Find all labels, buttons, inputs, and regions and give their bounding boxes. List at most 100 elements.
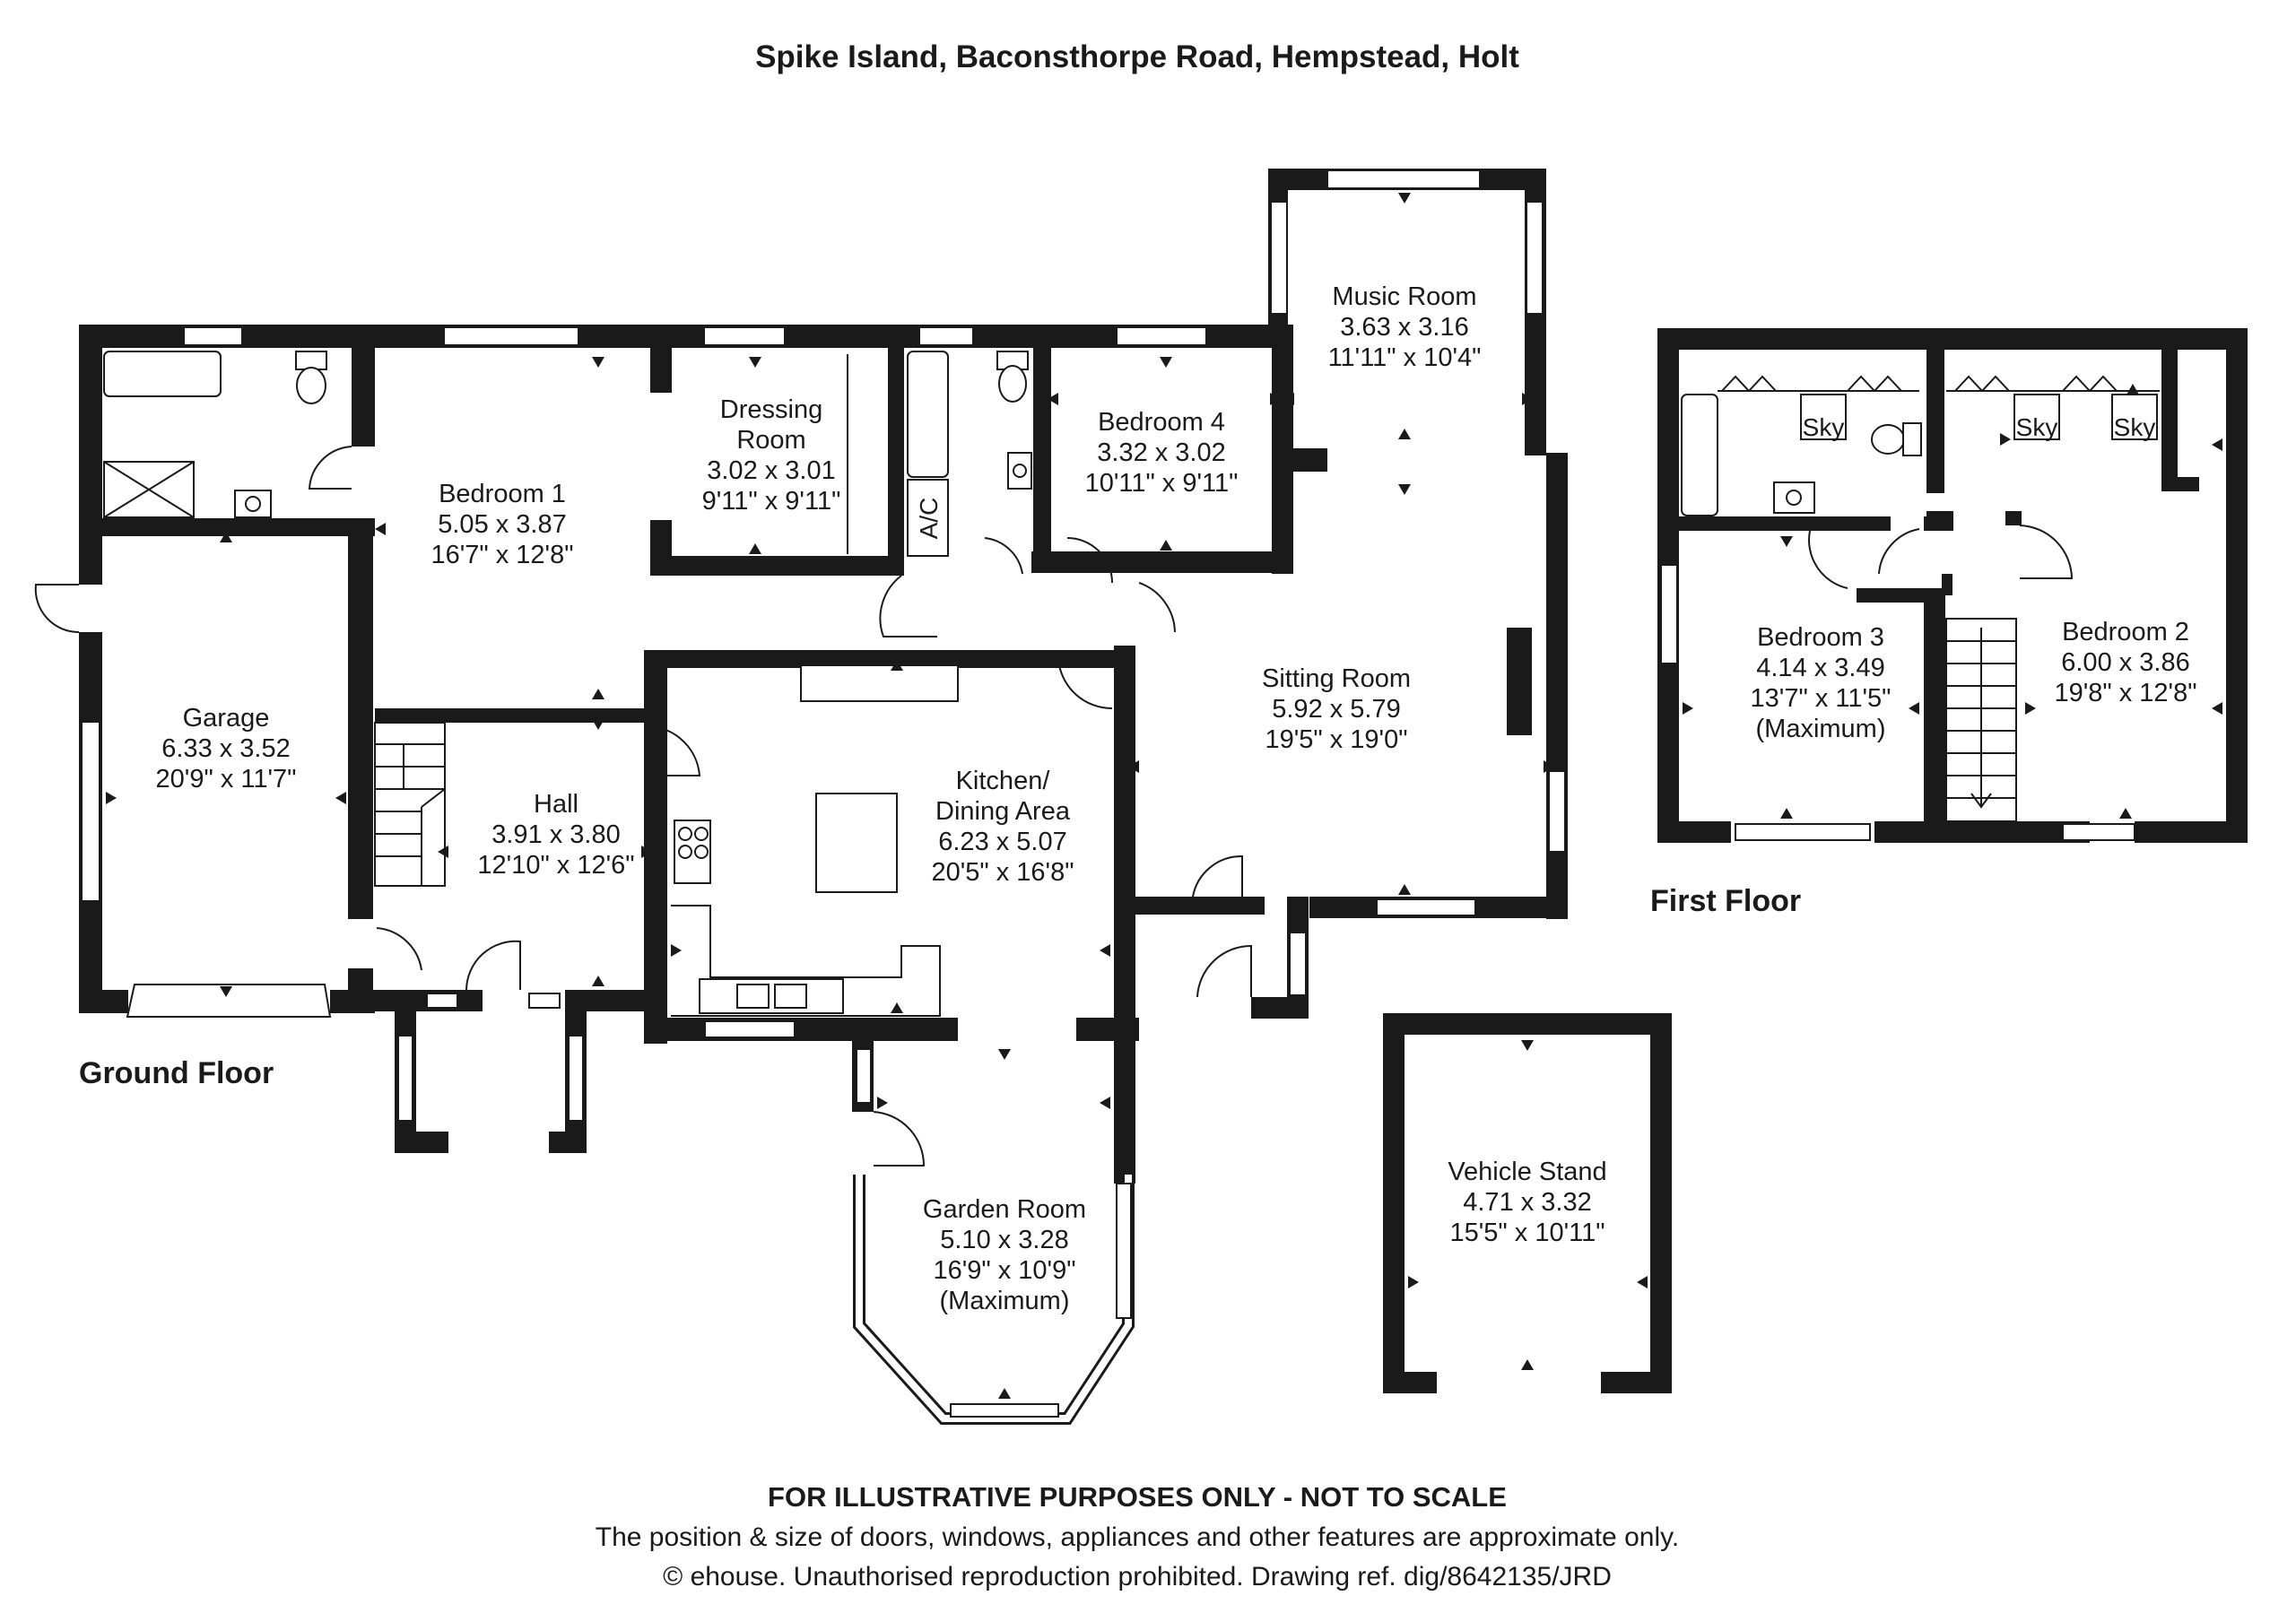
dimension-arrow [1522, 393, 1533, 405]
dimension-arrow [1398, 429, 1411, 439]
dimension-arrow [592, 719, 604, 730]
skylight-label: Sky [1803, 413, 1845, 441]
room-imperial: 15'5" x 10'11" [1449, 1219, 1605, 1247]
room-imperial: 16'7" x 12'8" [430, 541, 573, 569]
room-name: Garden Room [923, 1195, 1086, 1224]
dimension-arrow [2126, 384, 2139, 395]
room-bedroom-3: Bedroom 3 4.14 x 3.49 13'7" x 11'5" (Max… [1751, 623, 1892, 743]
dimension-arrow [220, 532, 232, 542]
room-name: Kitchen/ [956, 767, 1051, 795]
room-dressing: Dressing Room 3.02 x 3.01 9'11" x 9'11" [702, 395, 841, 516]
room-metric: 3.63 x 3.16 [1340, 313, 1469, 342]
dimension-arrow [2025, 702, 2036, 715]
room-metric: 4.71 x 3.32 [1463, 1188, 1592, 1217]
dimension-arrow [1398, 884, 1411, 895]
stairs-icon [374, 722, 446, 887]
dimension-arrow [1128, 760, 1139, 773]
sink-icon [699, 978, 844, 1014]
room-vehicle-stand: Vehicle Stand 4.71 x 3.32 15'5" x 10'11" [1448, 1158, 1606, 1247]
footer-disclaimer-heading: FOR ILLUSTRATIVE PURPOSES ONLY - NOT TO … [768, 1481, 1507, 1513]
dimension-arrow [998, 1388, 1011, 1399]
ensuite-bath-icon [907, 351, 949, 478]
kitchen-island [815, 793, 898, 893]
dimension-arrow [1637, 1276, 1648, 1288]
room-bedroom-4: Bedroom 4 3.32 x 3.02 10'11" x 9'11" [1085, 408, 1239, 498]
room-imperial: 20'5" x 16'8" [931, 858, 1074, 887]
dimension-arrow [1398, 484, 1411, 495]
dimension-arrow [877, 1097, 888, 1109]
dimension-arrow [1683, 702, 1693, 715]
ground-floor-windows [81, 169, 1566, 1418]
dimension-arrow [1909, 702, 1919, 715]
dimension-arrow [1521, 1040, 1534, 1051]
ff-wardrobe-4 [2062, 375, 2118, 393]
dimension-arrow [1048, 393, 1058, 405]
first-floor-fixtures [1681, 375, 2160, 822]
room-name: Music Room [1332, 282, 1476, 311]
dimension-arrow [220, 986, 232, 997]
room-music: Music Room 3.63 x 3.16 11'11" x 10'4" [1328, 282, 1482, 372]
room-metric: 5.05 x 3.87 [438, 510, 567, 539]
dimension-arrow [1160, 357, 1172, 368]
dimension-arrow [641, 846, 652, 858]
room-metric: 6.00 x 3.86 [2061, 648, 2190, 677]
plan-title: Spike Island, Baconsthorpe Road, Hempste… [755, 39, 1519, 74]
first-floor-label: First Floor [1650, 884, 1801, 918]
room-garden: Garden Room 5.10 x 3.28 16'9" x 10'9" (M… [923, 1195, 1086, 1315]
dimension-arrow [655, 523, 665, 535]
room-bedroom-1: Bedroom 1 5.05 x 3.87 16'7" x 12'8" [430, 480, 573, 569]
ground-floor-doors [34, 446, 1252, 1167]
dimension-arrow [1544, 760, 1554, 773]
room-name: Bedroom 2 [2062, 618, 2189, 646]
room-metric: 3.32 x 3.02 [1097, 438, 1226, 467]
dimension-arrow [592, 689, 604, 699]
room-note: (Maximum) [1756, 715, 1886, 743]
footer-copyright: © ehouse. Unauthorised reproduction proh… [663, 1562, 1612, 1592]
ac-label: A/C [915, 498, 943, 540]
dimension-arrow [749, 357, 761, 368]
room-imperial: 11'11" x 10'4" [1328, 343, 1482, 372]
room-sitting: Sitting Room 5.92 x 5.79 19'5" x 19'0" [1262, 664, 1411, 754]
room-imperial: 10'11" x 9'11" [1085, 469, 1239, 498]
ff-toilet-icon [1871, 424, 1905, 455]
room-imperial: 16'9" x 10'9" [933, 1256, 1075, 1285]
dimension-arrow [2119, 808, 2132, 819]
ff-wardrobe-1 [1721, 375, 1777, 393]
room-garage: Garage 6.33 x 3.52 20'9" x 11'7" [156, 704, 297, 794]
ground-floor-fixtures: A/C [103, 351, 1530, 1017]
room-name: Room [736, 426, 805, 455]
ff-wardrobe-3 [1954, 375, 2010, 393]
first-floor-windows [1660, 564, 2135, 841]
dimension-arrow [1521, 1359, 1534, 1370]
room-imperial: 13'7" x 11'5" [1751, 684, 1892, 713]
room-kitchen: Kitchen/ Dining Area 6.23 x 5.07 20'5" x… [931, 767, 1074, 887]
footer-disclaimer: The position & size of doors, windows, a… [596, 1522, 1679, 1552]
dimension-arrow [1408, 1276, 1419, 1288]
dimension-arrow [1780, 536, 1793, 547]
room-metric: 3.91 x 3.80 [491, 820, 621, 849]
dimension-arrow [1283, 393, 1294, 405]
dimension-arrow [891, 660, 903, 671]
dimension-arrow [106, 792, 117, 804]
ensuite-toilet-icon [998, 365, 1027, 403]
ac-unit [907, 479, 949, 557]
dimension-arrow [1100, 1097, 1110, 1109]
dimension-arrow [1160, 540, 1172, 551]
room-name: Bedroom 3 [1757, 623, 1884, 652]
room-imperial: 9'11" x 9'11" [702, 487, 841, 516]
room-bedroom-2: Bedroom 2 6.00 x 3.86 19'8" x 12'8" [2054, 618, 2196, 707]
skylight-icon [1800, 394, 1847, 440]
dimension-arrow [998, 1049, 1011, 1060]
toilet-icon [296, 367, 326, 404]
skylight-icon [2013, 394, 2060, 440]
dimension-arrow [335, 792, 346, 804]
room-imperial: 19'5" x 19'0" [1265, 725, 1407, 754]
room-name: Bedroom 1 [439, 480, 566, 508]
dimension-arrow [2212, 438, 2222, 451]
room-name: Dining Area [935, 797, 1071, 826]
room-name: Dressing [720, 395, 822, 424]
dimension-arrow [438, 846, 448, 858]
dimension-arrow [592, 976, 604, 986]
dimension-arrow [1100, 944, 1110, 957]
